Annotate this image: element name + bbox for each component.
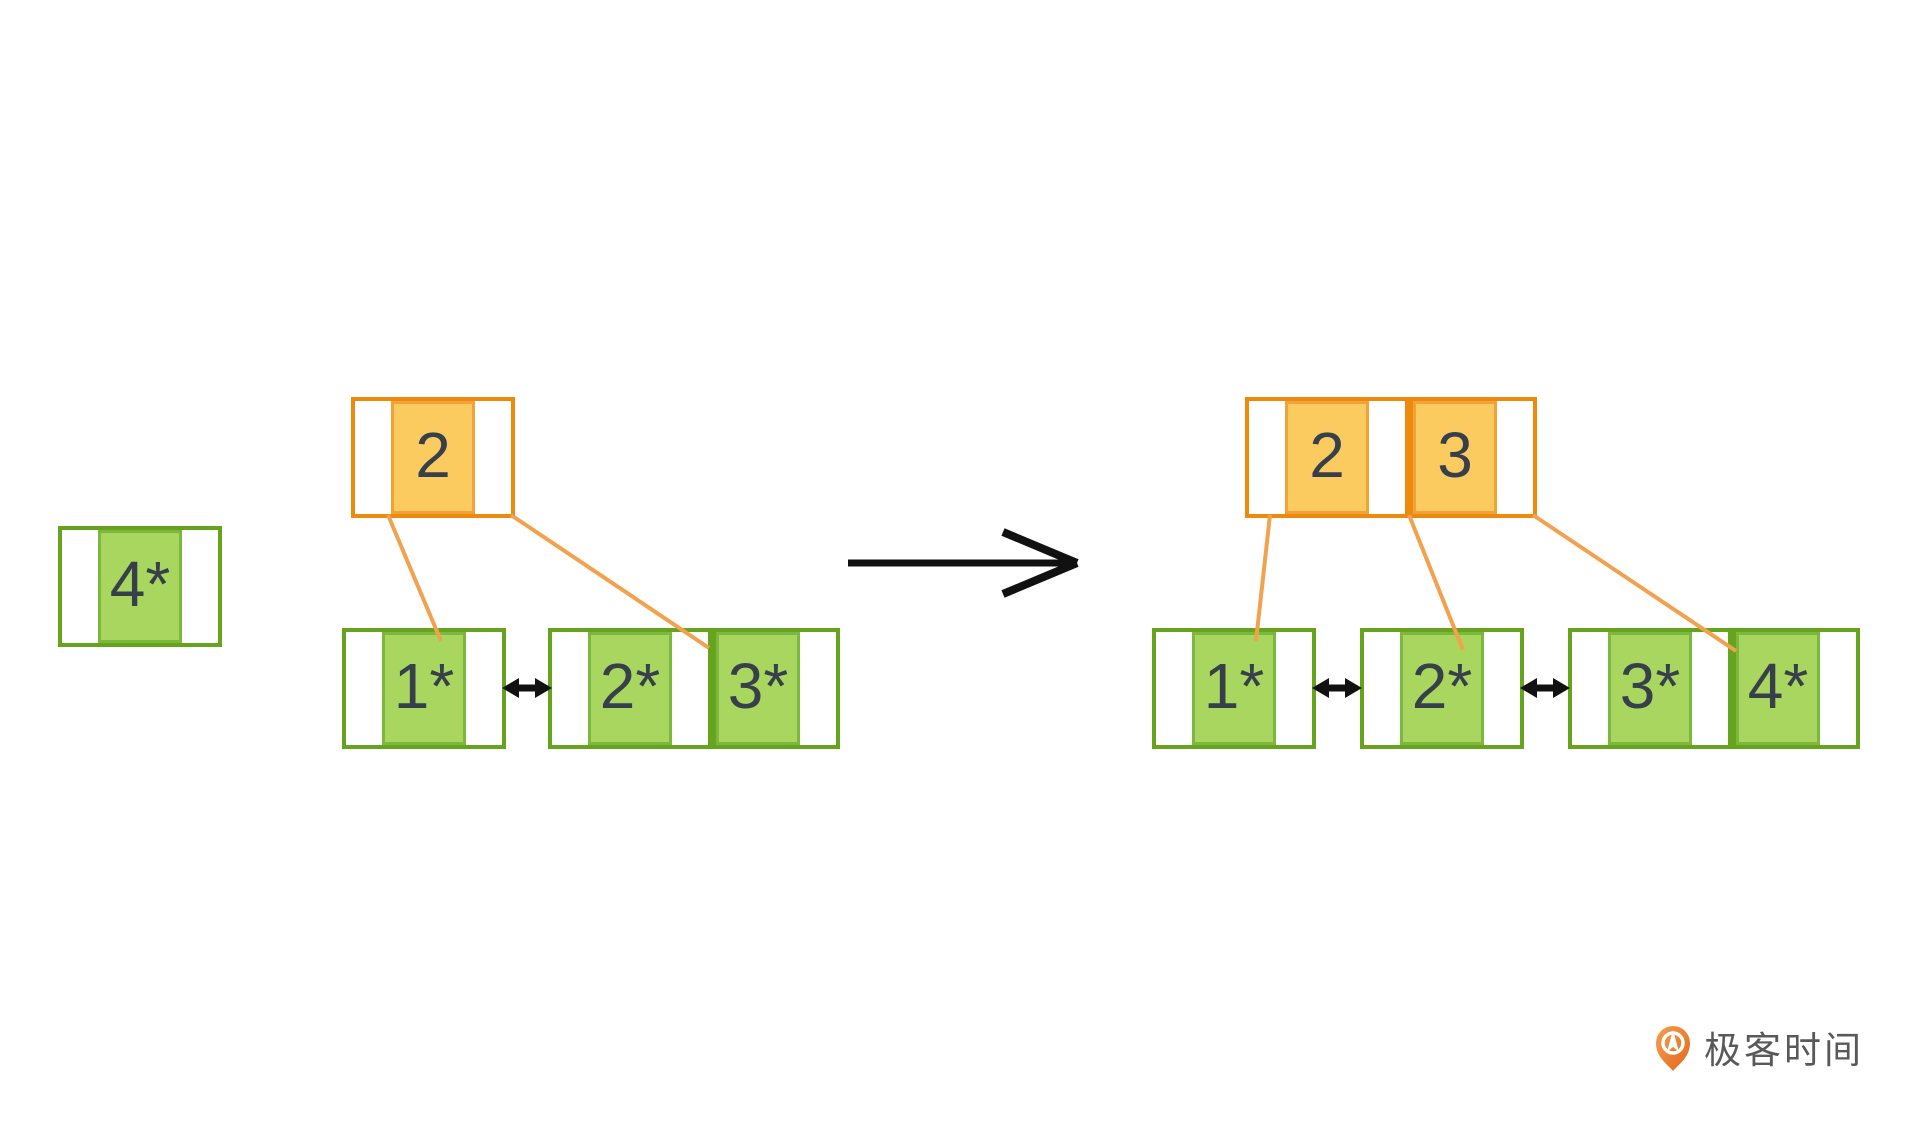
record-cell: 2* [1400,632,1484,745]
pointer-slot [552,632,588,745]
pointer-slot [1364,632,1400,745]
record-cell: 1* [382,632,466,745]
insert-record-node: 4* [58,526,222,647]
key-cell: 3 [1413,401,1497,514]
after-leaf-node-1: 1* [1152,628,1316,749]
pointer-slot [1369,401,1405,514]
pointer-slot [475,401,511,514]
geektime-logo: 极客时间 [1652,1020,1864,1074]
record-cell: 2* [588,632,672,745]
transform-arrow-head-bottom [1001,559,1079,598]
leaf-sub-box: 3* [712,628,840,749]
pointer-slot [1484,632,1520,745]
transform-arrow-head-top [1001,528,1079,567]
pointer-slot [346,632,382,745]
key-cell: 2 [1285,401,1369,514]
pointer-slot [800,632,836,745]
pointer-slot [1276,632,1312,745]
before-root-node: 2 [351,397,515,518]
geektime-logo-text: 极客时间 [1704,1030,1864,1071]
pointer-slot [1692,632,1728,745]
leaf-link-arrow-icon [1312,678,1362,698]
root-sub-box: 2 [1245,397,1409,518]
leaf-sub-box: 2* [548,628,712,749]
leaf-sub-box: 4* [1732,628,1860,749]
after-leaf-node-2: 2* [1360,628,1524,749]
before-leaf-node-2: 2* 3* [548,628,840,749]
before-child-pointer-line-1 [386,514,443,642]
leaf-link-arrow-icon [502,678,552,698]
pointer-slot [672,632,708,745]
key-cell: 2 [391,401,475,514]
pointer-slot [1156,632,1192,745]
geektime-logo-icon [1656,1026,1690,1071]
record-cell: 1* [1192,632,1276,745]
after-leaf-node-3: 3* 4* [1568,628,1860,749]
after-child-pointer-line-1 [1254,514,1272,642]
pointer-slot [1572,632,1608,745]
pointer-slot [62,530,98,643]
before-leaf-node-1: 1* [342,628,506,749]
pointer-slot [182,530,218,643]
logo-needle [1667,1030,1679,1052]
record-cell: 4* [98,530,182,643]
record-cell: 3* [716,632,800,745]
after-root-node: 2 3 [1245,397,1537,518]
record-cell: 3* [1608,632,1692,745]
record-cell: 4* [1736,632,1820,745]
pointer-slot [1820,632,1856,745]
root-sub-box: 3 [1409,397,1537,518]
pointer-slot [355,401,391,514]
leaf-sub-box: 3* [1568,628,1732,749]
pointer-slot [466,632,502,745]
pointer-slot [1249,401,1285,514]
transform-arrow-icon [848,528,1079,598]
pointer-slot [1497,401,1533,514]
leaf-link-arrow-icon [1520,678,1570,698]
